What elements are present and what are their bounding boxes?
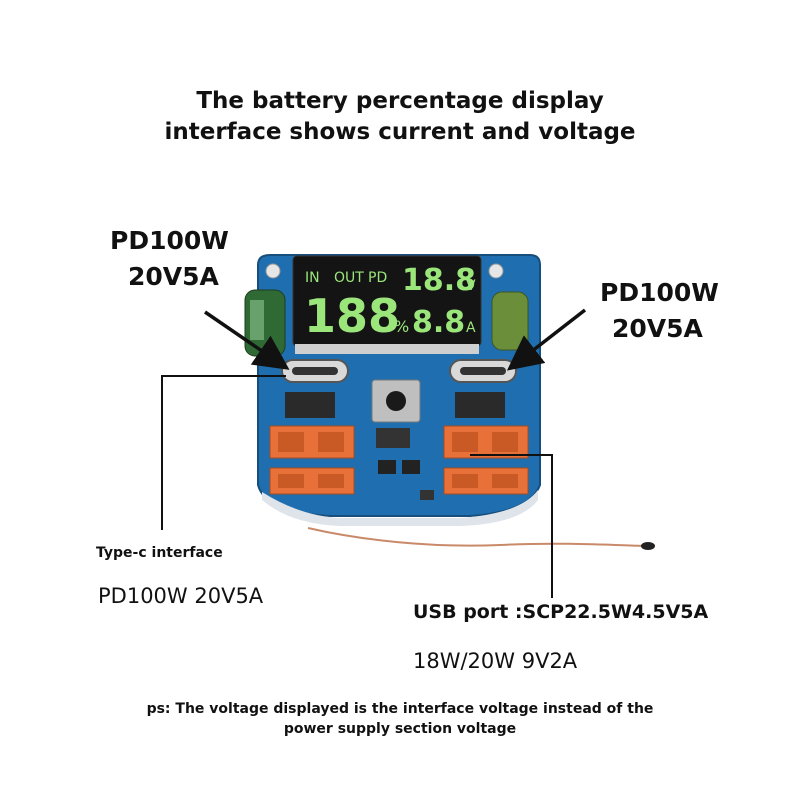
left-callout-line-2: 20V5A (128, 262, 219, 291)
note-line-1: ps: The voltage displayed is the interfa… (146, 701, 654, 717)
lcd-percent-sign: % (394, 317, 409, 336)
thermistor-wire (307, 527, 646, 547)
mount-hole-tr (488, 263, 504, 279)
lcd-out-label: OUT (334, 270, 364, 286)
thermistor-probe (641, 542, 655, 550)
leader-typec (161, 375, 286, 530)
lcd-voltage-digits: 18.8 (402, 263, 476, 298)
typec-spec: PD100W 20V5A (98, 584, 264, 608)
arrow-left-pd (204, 310, 290, 370)
usb-port-group-right (443, 425, 529, 495)
chip-left (285, 392, 335, 418)
note-line-2: power supply section voltage (283, 721, 517, 737)
capacitor-right (491, 291, 529, 351)
small-ic-3 (420, 490, 434, 500)
lcd-in-label: IN (305, 270, 320, 286)
leader-usb (470, 454, 553, 598)
arrow-right-pd (506, 308, 587, 371)
usb-spec: 18W/20W 9V2A (413, 649, 578, 673)
lcd-bezel (295, 344, 479, 354)
lcd-percent-digits: 188 (304, 289, 400, 343)
ic-under-button (376, 428, 410, 448)
headline-line-1: The battery percentage display (196, 88, 604, 114)
small-ic-2 (402, 460, 420, 474)
left-callout-line-1: PD100W (110, 226, 229, 255)
headline-line-2: interface shows current and voltage (164, 119, 636, 145)
lcd-current-digits: 8.8 (412, 305, 465, 340)
board-edge (262, 490, 538, 526)
lcd-pd-label: PD (368, 270, 387, 286)
lcd-voltage-unit: V (466, 278, 476, 294)
mount-hole-tl (265, 263, 281, 279)
usb-port-group-left (269, 425, 355, 495)
small-ic-1 (378, 460, 396, 474)
lcd-current-unit: A (466, 320, 476, 336)
typec-title: Type-c interface (96, 545, 223, 561)
right-callout-line-1: PD100W (600, 278, 719, 307)
right-callout-line-2: 20V5A (612, 314, 703, 343)
usb-title: USB port :SCP22.5W4.5V5A (413, 601, 709, 623)
chip-right (455, 392, 505, 418)
